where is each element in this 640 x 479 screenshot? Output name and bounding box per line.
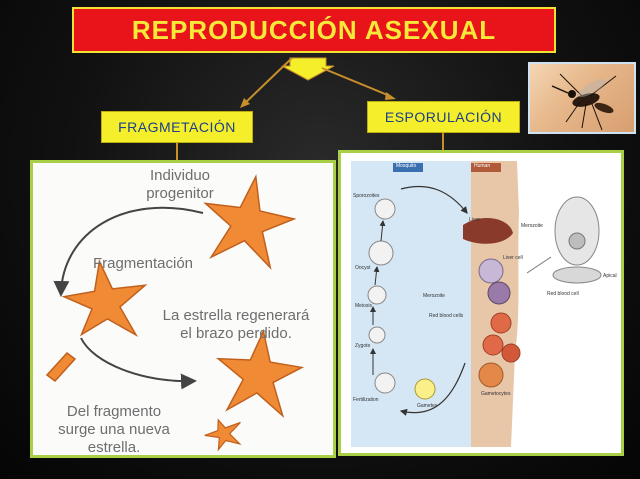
fragmentation-illustration bbox=[45, 174, 305, 452]
liver-cell-icon bbox=[478, 258, 504, 284]
cycle-arrow-2 bbox=[80, 337, 197, 390]
rbc-detail-icon bbox=[552, 266, 602, 284]
stage-liver: Liver bbox=[469, 217, 480, 223]
mosquito-zone bbox=[351, 161, 471, 447]
stage-liver-cell: Liver cell bbox=[503, 255, 523, 261]
inset-apical-label: Apical bbox=[603, 273, 617, 279]
rbc-icon-2 bbox=[482, 334, 504, 356]
starfish-fragmenting bbox=[61, 258, 148, 338]
fragmentation-panel: Individuo progenitor Fragmentación La es… bbox=[30, 160, 336, 458]
stage-zygote: Zygote bbox=[355, 343, 371, 349]
step-regenerate-text: La estrella regenerará el brazo perdido. bbox=[162, 307, 310, 342]
arrow-to-fragmentation bbox=[243, 57, 293, 105]
down-arrow-icon bbox=[281, 57, 335, 81]
step-fragmentation-text: Fragmentación bbox=[92, 255, 194, 272]
sporulation-panel: Mosquito Human Sporozoites Oocyst Meiosi… bbox=[338, 150, 624, 456]
starfish-parent bbox=[203, 174, 297, 271]
rbc-icon-1 bbox=[490, 312, 512, 334]
merozoite-cell-icon bbox=[487, 281, 511, 305]
step-new-star-text: Del fragmento surge una nueva estrella. bbox=[58, 403, 170, 456]
sporulation-label-text: ESPORULACIÓN bbox=[384, 109, 503, 125]
inset-rbc-label: Red blood cell bbox=[547, 291, 579, 297]
mosquito-tag bbox=[393, 163, 423, 172]
stage-gametes: Gametes bbox=[417, 403, 438, 409]
human-silhouette bbox=[471, 161, 519, 447]
zygote-icon bbox=[368, 326, 386, 344]
merozoite-detail-icon bbox=[554, 196, 600, 266]
inset-merozoite-label: Merozoite bbox=[521, 223, 543, 229]
stage-oocyst: Oocyst bbox=[355, 265, 371, 271]
sporozoite-icon bbox=[374, 198, 396, 220]
page-title: REPRODUCCIÓN ASEXUAL bbox=[131, 14, 497, 45]
mosquito-photo bbox=[528, 62, 636, 134]
liver-icon bbox=[463, 218, 513, 244]
sporulation-cycle-illustration bbox=[351, 161, 602, 447]
gametocyte-icon bbox=[478, 362, 504, 388]
gametes-icon bbox=[414, 378, 436, 400]
fragmentation-label: FRAGMETACIÓN bbox=[101, 111, 253, 143]
title-banner: REPRODUCCIÓN ASEXUAL bbox=[72, 7, 556, 53]
stage-meiosis: Meiosis bbox=[355, 303, 372, 309]
fertilization-icon bbox=[374, 372, 396, 394]
arrow-to-sporulation bbox=[321, 67, 391, 97]
meiosis-icon bbox=[367, 285, 387, 305]
stage-red-blood-cells: Red blood cells bbox=[429, 313, 464, 319]
starfish-regenerating bbox=[216, 328, 305, 418]
stage-sporozoites: Sporozoites bbox=[353, 193, 380, 199]
oocyst-icon bbox=[368, 240, 394, 266]
starfish-fragment-arm bbox=[45, 351, 77, 383]
sporulation-label: ESPORULACIÓN bbox=[367, 101, 520, 133]
rbc-icon-3 bbox=[501, 343, 521, 363]
cycle-arrow-1 bbox=[53, 206, 204, 297]
stage-merozoite: Merozoite bbox=[423, 293, 445, 299]
human-host-label: Human bbox=[474, 163, 491, 169]
stage-gametocytes: Gametocytes bbox=[481, 391, 511, 397]
fragmentation-label-text: FRAGMETACIÓN bbox=[118, 119, 236, 135]
starfish-new bbox=[204, 418, 242, 452]
stage-fertilization: Fertilization bbox=[353, 397, 379, 403]
mosquito-icon bbox=[551, 73, 617, 131]
human-tag bbox=[471, 163, 501, 172]
step-parent-text: Individuo progenitor bbox=[146, 167, 214, 202]
mosquito-host-label: Mosquito bbox=[396, 163, 417, 169]
